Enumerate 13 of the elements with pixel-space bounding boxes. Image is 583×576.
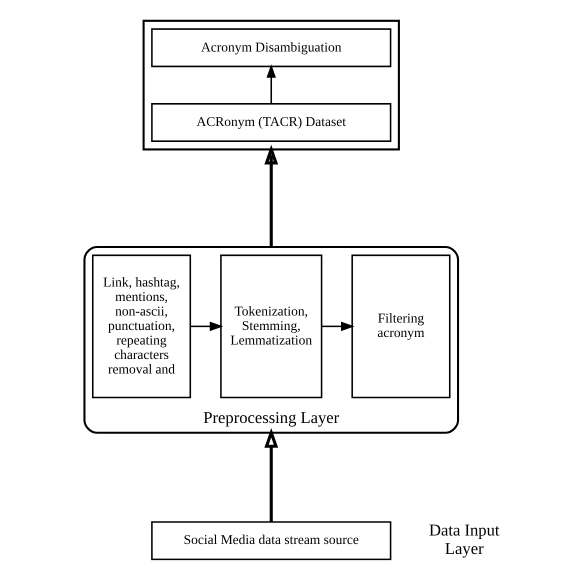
arrow [190,322,223,332]
label: Data Input Layer [428,520,500,558]
arrow [321,322,354,332]
node-box: Acronym Disambiguation [150,28,391,68]
arrow [264,144,278,247]
arrow [264,428,278,522]
node-box: Tokenization, Stemming, Lemmatization [220,254,322,398]
arrow [266,64,276,104]
cluster [142,20,400,150]
node-box: Social Media data stream source [150,521,391,560]
node-box: Filtering acronym [350,254,450,398]
node-box: Link, hashtag, mentions, non-ascii, punctuation, repeating characters removal and [91,254,191,398]
node-box: ACRonym (TACR) Dataset [150,103,391,142]
